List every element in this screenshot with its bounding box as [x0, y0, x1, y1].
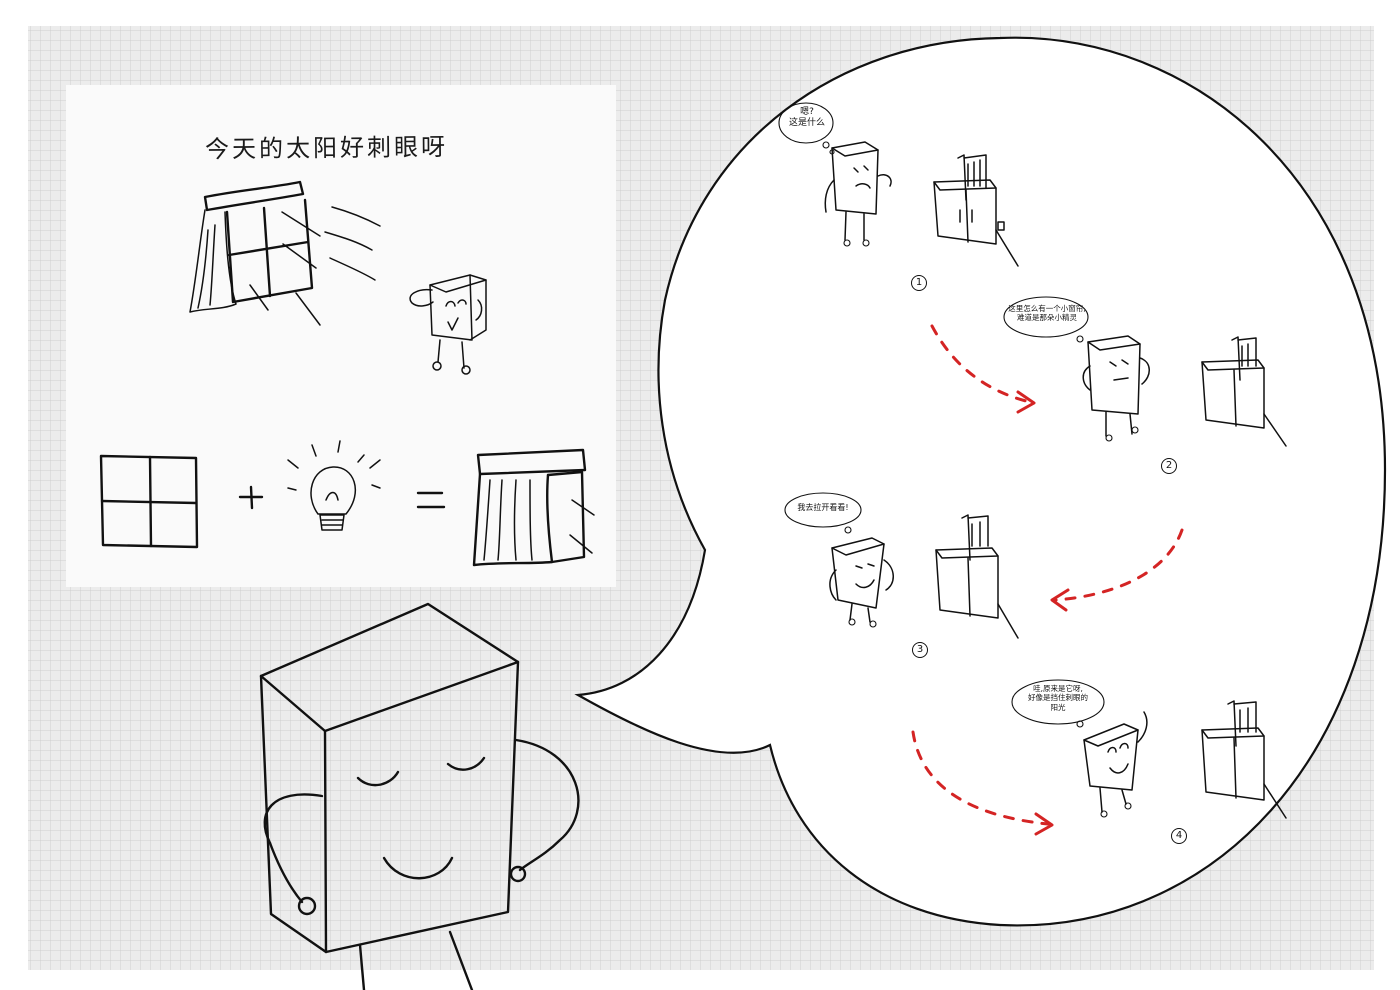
thought-bubble-1: 嗯? 这是什么 [780, 107, 834, 130]
plus-sign-icon [238, 485, 264, 510]
thought-line: 难道是那朵小精灵 [1017, 313, 1077, 323]
equals-sign-icon [416, 491, 446, 509]
arrow-2-to-3 [1050, 528, 1184, 612]
panel-3 [784, 492, 1019, 639]
panel-number-1: 1 [911, 275, 927, 291]
thought-line: 好像是挡住刺眼的 [1028, 693, 1088, 703]
speech-bubble [574, 36, 1387, 927]
thought-bubble-4: 哇,原来是它呀, 好像是挡住刺眼的 阳光 [1012, 684, 1104, 712]
thought-line: 哇,原来是它呀, [1033, 684, 1083, 693]
curtain-icon [472, 448, 595, 567]
panel-number-4: 4 [1171, 828, 1187, 844]
page-title: 今天的太阳好刺眼呀 [204, 132, 449, 164]
thought-bubble-3: 我去拉开看看! [786, 503, 860, 513]
panel-1 [778, 102, 1019, 267]
arrow-1-to-2 [930, 324, 1036, 414]
panel-2 [1003, 296, 1287, 447]
thought-line: 嗯? [800, 107, 814, 117]
thought-bubble-2: 这里怎么有一个小窗帘, 难道是那朵小精灵 [1005, 304, 1089, 323]
panel-number-2: 2 [1161, 458, 1177, 474]
panel-4 [1011, 679, 1287, 819]
thought-line: 这是什么 [788, 118, 825, 129]
big-box-character [259, 602, 580, 990]
window-icon [99, 454, 199, 549]
panel-number-3: 3 [912, 642, 928, 658]
small-box-character [409, 274, 487, 375]
lightbulb-icon [287, 440, 381, 531]
thought-line: 我去拉开看看! [797, 503, 849, 512]
window-with-curtain [189, 180, 381, 326]
thought-line: 这里怎么有一个小窗帘, [1008, 304, 1086, 313]
arrow-3-to-4 [911, 730, 1054, 836]
thought-line: 阳光 [1050, 702, 1066, 712]
